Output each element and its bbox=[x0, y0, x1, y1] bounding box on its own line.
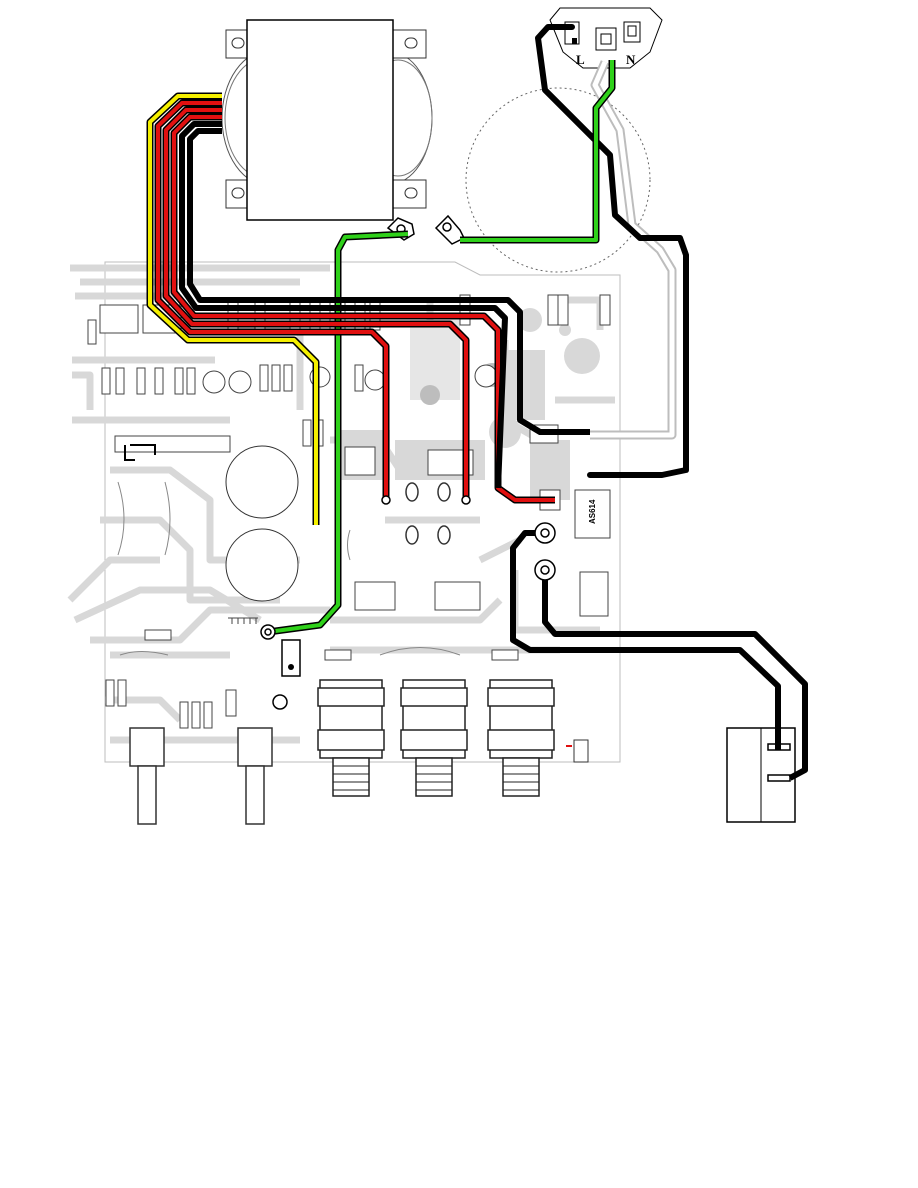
ic-chip-1 bbox=[100, 305, 138, 333]
inlet-pin-n-label: N bbox=[626, 52, 636, 67]
jack-socket-2 bbox=[401, 680, 467, 796]
mains-wire-outline-inner bbox=[590, 62, 672, 435]
jack-socket-1 bbox=[318, 680, 384, 796]
transformer bbox=[222, 20, 432, 220]
power-inlet: L N bbox=[550, 8, 662, 68]
output-connector bbox=[727, 728, 795, 822]
filter-capacitor-2 bbox=[226, 529, 298, 601]
filter-capacitor-1 bbox=[226, 446, 298, 518]
jack-socket-3 bbox=[488, 680, 554, 796]
lug bbox=[282, 640, 300, 676]
potentiometer-1 bbox=[130, 728, 164, 824]
ic-label: AS614 bbox=[588, 499, 597, 524]
potentiometer-2 bbox=[238, 728, 272, 824]
inlet-pin-l-label: L bbox=[576, 52, 585, 67]
ring-terminal-2 bbox=[436, 216, 464, 244]
